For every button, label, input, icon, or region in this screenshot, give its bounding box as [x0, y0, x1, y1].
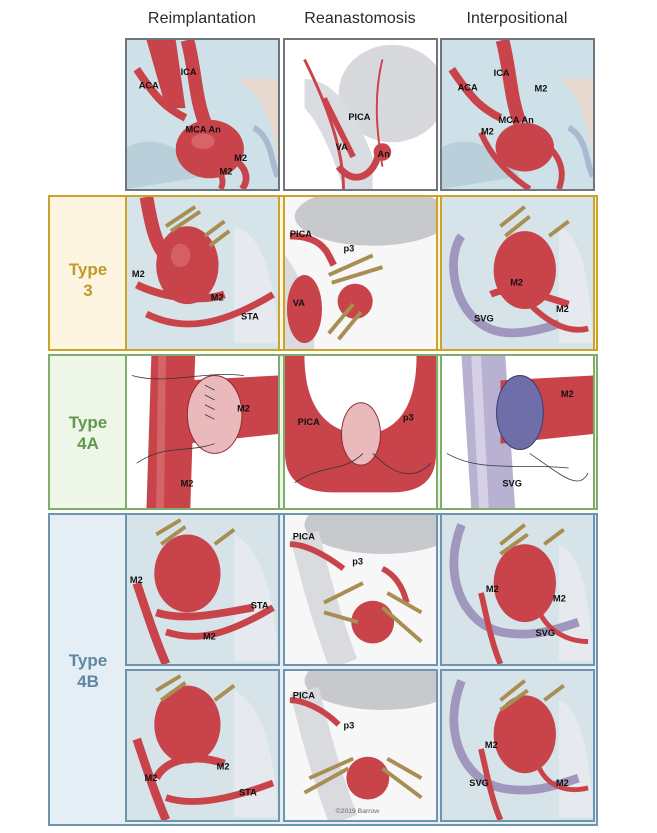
- label-ica: ICA: [494, 68, 510, 78]
- label-va: VA: [336, 142, 348, 152]
- panel-type3-interpositional: M2 SVG M2: [440, 195, 595, 351]
- label-aca: ACA: [458, 83, 478, 93]
- copyright-text: ©2019 Barrow: [336, 807, 380, 815]
- label-m2-a: M2: [485, 740, 498, 750]
- label-an: An: [378, 149, 391, 159]
- label-m2-b: M2: [217, 761, 230, 771]
- panel-type4a-interpositional: M2 SVG: [440, 354, 595, 510]
- label-m2-b: M2: [203, 632, 216, 642]
- illustration-mca-aneurysm: ACA ICA MCA An M2 M2: [127, 40, 278, 189]
- column-header-reanastomosis: Reanastomosis: [304, 10, 416, 27]
- illustration-type4b-interpositional-2: M2 SVG M2: [442, 671, 593, 820]
- panel-type4b-reanastomosis-2: PICA p3 ©2019 Barrow: [283, 669, 438, 822]
- label-pica: PICA: [298, 417, 320, 427]
- row-label-type4a-line2: 4A: [77, 434, 99, 453]
- illustration-type3-interpositional: M2 SVG M2: [442, 197, 593, 349]
- illustration-type4b-reimplantation-1: M2 STA M2: [127, 515, 278, 664]
- panel-type4b-reimplantation-2: M2 M2 STA: [125, 669, 280, 822]
- label-m2-a: M2: [132, 269, 145, 279]
- label-aca: ACA: [139, 81, 159, 91]
- label-ica: ICA: [181, 67, 197, 77]
- label-pica: PICA: [348, 112, 370, 122]
- panel-type3-reimplantation: M2 M2 STA: [125, 195, 280, 351]
- label-m2-a: M2: [145, 773, 158, 783]
- label-p3: p3: [403, 412, 414, 422]
- label-va: VA: [293, 298, 305, 308]
- illustration-type4a-reimplantation: M2 M2: [127, 356, 278, 508]
- row-label-type3-line1: Type: [68, 260, 108, 279]
- label-mca-an: MCA An: [499, 115, 535, 125]
- illustration-type4b-reanastomosis-2: PICA p3 ©2019 Barrow: [285, 671, 436, 820]
- column-header-reimplantation: Reimplantation: [147, 10, 257, 27]
- panel-type4b-reimplantation-1: M2 STA M2: [125, 513, 280, 666]
- label-m2-a: M2: [510, 278, 523, 288]
- row-label-type4a: Type 4A: [50, 412, 126, 454]
- label-sta: STA: [251, 600, 269, 610]
- illustration-type3-reimplantation: M2 M2 STA: [127, 197, 278, 349]
- label-svg: SVG: [474, 314, 494, 324]
- label-svg: SVG: [536, 628, 556, 638]
- label-pica: PICA: [293, 690, 315, 700]
- label-m2-b: M2: [553, 594, 566, 604]
- panel-type4a-reimplantation: M2 M2: [125, 354, 280, 510]
- illustration-type4a-reanastomosis: PICA p3: [285, 356, 436, 508]
- label-svg: SVG: [502, 479, 522, 489]
- label-p3: p3: [343, 244, 354, 254]
- panel-anatomy-mca-aneurysm: ACA ICA MCA An M2 M2: [125, 38, 280, 191]
- panel-anatomy-mca-aneurysm-interpositional: ACA ICA M2 MCA An M2: [440, 38, 595, 191]
- label-m2-b: M2: [220, 166, 233, 176]
- panel-type4a-reanastomosis: PICA p3: [283, 354, 438, 510]
- label-svg: SVG: [469, 778, 489, 788]
- panel-type3-reanastomosis: PICA p3 VA: [283, 195, 438, 351]
- row-label-type3: Type 3: [50, 259, 126, 301]
- row-label-type4b-line2: 4B: [77, 672, 99, 691]
- panel-type4b-interpositional-2: M2 SVG M2: [440, 669, 595, 822]
- label-m2-b: M2: [481, 126, 494, 136]
- illustration-type4a-interpositional: M2 SVG: [442, 356, 593, 508]
- label-m2-b: M2: [556, 778, 569, 788]
- illustration-mca-aneurysm-2: ACA ICA M2 MCA An M2: [442, 40, 593, 189]
- panel-type4b-reanastomosis-1: PICA p3: [283, 513, 438, 666]
- row-label-type4a-line1: Type: [68, 413, 108, 432]
- label-m2-a: M2: [237, 404, 250, 414]
- panel-anatomy-pica-aneurysm: PICA VA An: [283, 38, 438, 191]
- label-m2-a: M2: [130, 575, 143, 585]
- label-m2-b: M2: [181, 479, 194, 489]
- row-label-type4b: Type 4B: [50, 650, 126, 692]
- label-m2-a: M2: [234, 153, 247, 163]
- panel-type4b-interpositional-1: M2 M2 SVG: [440, 513, 595, 666]
- label-p3: p3: [343, 720, 354, 730]
- illustration-type4b-reanastomosis-1: PICA p3: [285, 515, 436, 664]
- illustration-type4b-interpositional-1: M2 M2 SVG: [442, 515, 593, 664]
- row-label-type4b-line1: Type: [68, 651, 108, 670]
- label-p3: p3: [352, 557, 363, 567]
- illustration-pica-aneurysm: PICA VA An: [285, 40, 436, 189]
- label-mca-an: MCA An: [185, 125, 221, 135]
- label-m2-b: M2: [556, 304, 569, 314]
- label-sta: STA: [239, 788, 257, 798]
- label-m2-a: M2: [486, 584, 499, 594]
- column-header-interpositional: Interpositional: [466, 10, 568, 27]
- illustration-type3-reanastomosis: PICA p3 VA: [285, 197, 436, 349]
- label-m2-a: M2: [535, 84, 548, 94]
- label-pica: PICA: [290, 229, 312, 239]
- label-pica: PICA: [293, 531, 315, 541]
- label-m2: M2: [561, 389, 574, 399]
- illustration-type4b-reimplantation-2: M2 M2 STA: [127, 671, 278, 820]
- label-sta: STA: [241, 312, 259, 322]
- row-label-type3-line2: 3: [83, 281, 93, 300]
- label-m2-b: M2: [211, 292, 224, 302]
